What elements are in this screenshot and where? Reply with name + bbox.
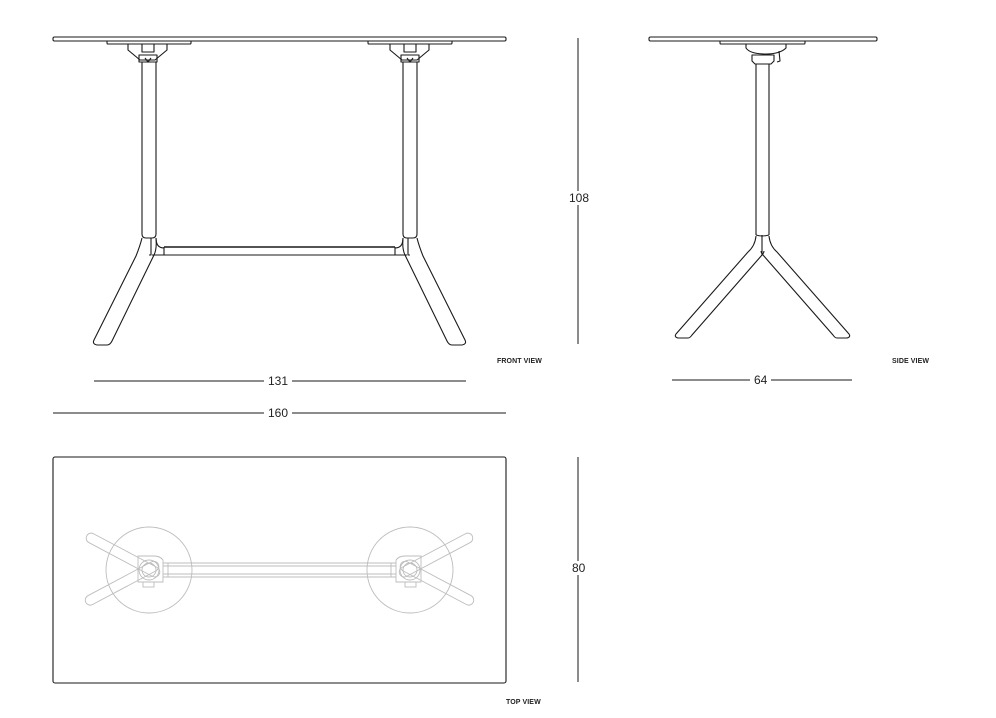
- top-right-leg-upper: [398, 532, 474, 578]
- side-left-leg: [674, 235, 765, 339]
- side-view-drawing: [648, 36, 878, 339]
- top-right-leg-lower: [399, 560, 475, 606]
- front-view-drawing: [52, 36, 507, 346]
- base-width-side-dimension-label: 64: [750, 373, 772, 387]
- top-view-drawing: [52, 456, 507, 684]
- front-right-leg: [402, 237, 467, 346]
- front-view-label: FRONT VIEW: [497, 358, 542, 365]
- side-view-label: SIDE VIEW: [892, 358, 930, 365]
- top-view-label: TOP VIEW: [506, 699, 541, 706]
- side-tabletop: [648, 36, 878, 42]
- top-left-leg-upper: [85, 532, 161, 578]
- front-left-leg: [92, 237, 157, 346]
- front-tabletop: [52, 36, 507, 42]
- top-depth-dimension-label: 80: [568, 561, 590, 575]
- side-right-leg: [760, 235, 851, 339]
- top-length-dimension-label: 160: [264, 406, 293, 420]
- base-width-front-dimension-label: 131: [264, 374, 293, 388]
- top-left-base-circle: [105, 526, 193, 614]
- top-tabletop-outline: [52, 456, 507, 684]
- top-left-leg-lower: [84, 560, 160, 606]
- height-dimension-label: 108: [565, 191, 594, 205]
- top-right-base-circle: [366, 526, 454, 614]
